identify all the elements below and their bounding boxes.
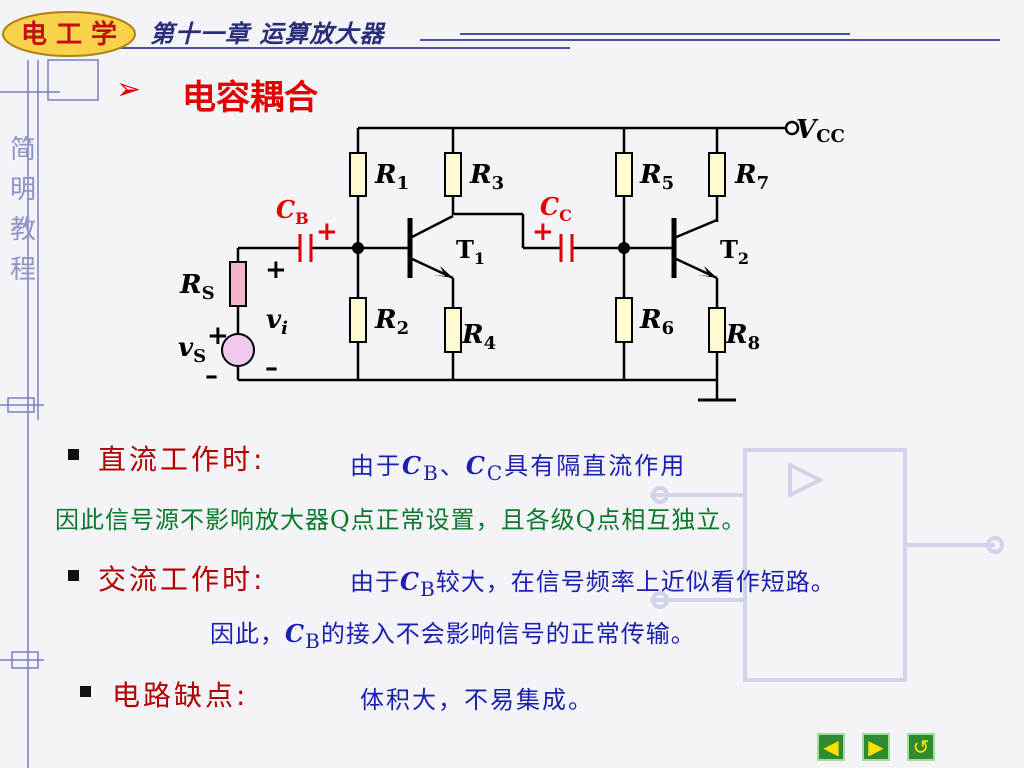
chapter-title: 第十一章 运算放大器 <box>150 19 385 48</box>
sidebar-title: 简明教程 <box>9 135 36 285</box>
svg-text:RS: RS <box>179 270 215 304</box>
svg-text:R1: R1 <box>374 160 409 194</box>
dc-line1: 由于CB、CC具有隔直流作用 <box>350 451 687 485</box>
svg-text:CC: CC <box>540 192 572 225</box>
svg-text:R3: R3 <box>469 160 504 194</box>
logo-text: 电 工 学 <box>21 19 117 50</box>
svg-text:vi: vi <box>266 305 288 339</box>
svg-text:R6: R6 <box>639 305 674 339</box>
drawback-text: 体积大，不易集成。 <box>360 686 594 714</box>
svg-text:CB: CB <box>276 195 309 228</box>
dc-line2: 因此信号源不影响放大器Q点正常设置，且各级Q点相互独立。 <box>55 506 747 534</box>
svg-text:R7: R7 <box>734 160 769 194</box>
next-button[interactable]: ▶ <box>862 733 890 761</box>
svg-text:R4: R4 <box>461 320 496 354</box>
dc-heading: 直流工作时: <box>98 443 266 476</box>
circuit-diagram: VCC R1 R2 R3 R4 R5 R6 R7 R8 RS vS vi CB … <box>178 115 845 402</box>
svg-text:T2: T2 <box>720 235 749 268</box>
svg-text:T1: T1 <box>456 235 485 268</box>
ac-heading: 交流工作时: <box>98 563 266 596</box>
return-button[interactable]: ↺ <box>907 733 935 761</box>
svg-text:R8: R8 <box>725 320 760 354</box>
bullet-icon <box>68 449 79 460</box>
svg-text:R2: R2 <box>374 305 409 339</box>
svg-text:+: + <box>532 217 554 247</box>
svg-text:+: + <box>265 255 287 285</box>
bullet-icon <box>68 570 79 581</box>
prev-button[interactable]: ◀ <box>817 733 845 761</box>
svg-text:+: + <box>207 321 229 351</box>
bullet-icon <box>80 686 91 697</box>
ac-line1: 由于CB较大，在信号频率上近似看作短路。 <box>350 567 836 601</box>
arrow-bullet-icon: ➢ <box>116 72 142 107</box>
section-title: 电容耦合 <box>182 78 318 118</box>
svg-text:R5: R5 <box>639 160 674 194</box>
svg-text:vS: vS <box>178 333 206 367</box>
drawback-heading: 电路缺点: <box>112 679 249 712</box>
logo: 电 工 学 <box>2 11 136 57</box>
svg-text:–: – <box>205 361 218 391</box>
svg-text:+: + <box>316 217 338 247</box>
ac-line2: 因此，CB的接入不会影响信号的正常传输。 <box>210 619 696 653</box>
svg-text:–: – <box>265 353 278 383</box>
svg-text:VCC: VCC <box>796 115 845 147</box>
